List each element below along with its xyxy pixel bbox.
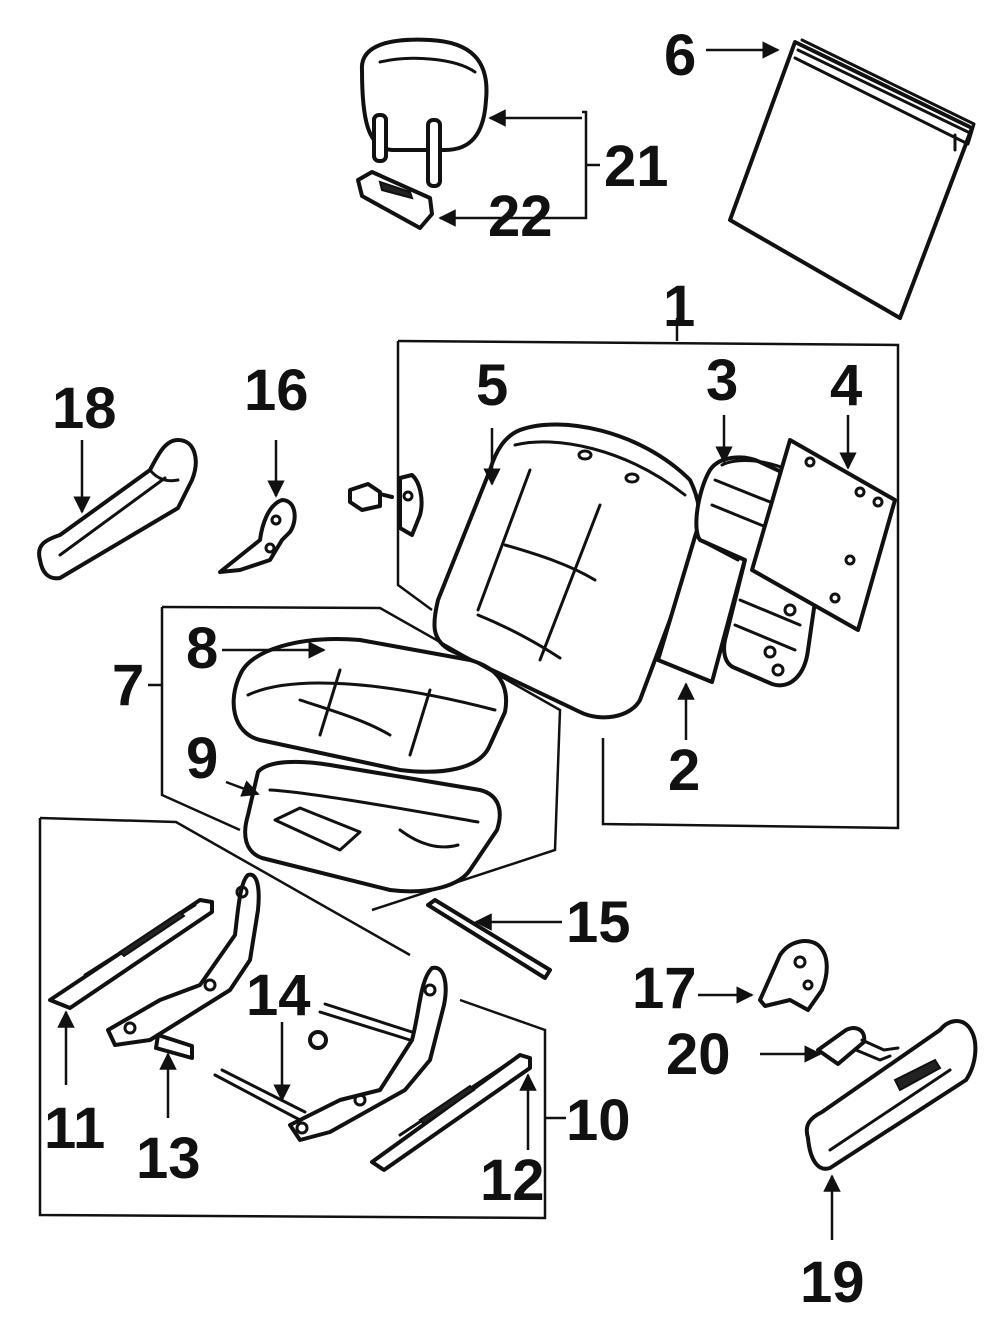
hinge-bolt-part [348, 482, 394, 512]
callout-22: 22 [488, 184, 553, 249]
callout-13: 13 [136, 1126, 201, 1191]
callout-8: 8 [186, 616, 218, 681]
callout-18: 18 [52, 376, 117, 441]
callout-11: 11 [44, 1096, 105, 1161]
callout-6: 6 [664, 23, 696, 88]
callout-14: 14 [246, 963, 311, 1028]
seatback-back-panel-part [750, 438, 897, 632]
callout-3: 3 [706, 348, 738, 413]
callout-9: 9 [186, 726, 218, 791]
callout-10: 10 [566, 1088, 631, 1153]
callout-7: 7 [112, 653, 144, 718]
cushion-cover-part [231, 637, 509, 774]
cross-bar-part [308, 1002, 414, 1050]
callout-4: 4 [830, 353, 862, 418]
wire-harness-part [816, 1026, 900, 1066]
recliner-lever-right-part [758, 939, 829, 1012]
callout-17: 17 [632, 956, 697, 1021]
callout-20: 20 [666, 1022, 731, 1087]
recliner-cover-left-part [37, 438, 198, 581]
callout-1: 1 [663, 274, 695, 339]
recliner-cover-right-part [804, 1019, 978, 1171]
seat-track-left-part [48, 898, 214, 1010]
recliner-right-part [288, 965, 448, 1142]
seat-track-right-part [370, 1053, 532, 1172]
callout-21: 21 [604, 134, 669, 199]
recliner-left-part [106, 872, 261, 1047]
torsion-bar-part [213, 1068, 307, 1122]
hinge-bracket-part [398, 473, 424, 537]
callout-5: 5 [476, 353, 508, 418]
seatback-cover-part [432, 422, 702, 720]
callout-12: 12 [480, 1148, 545, 1213]
recliner-lever-left-part [218, 498, 297, 574]
headrest-guide-part [356, 170, 434, 230]
callout-15: 15 [566, 890, 631, 955]
callout-19: 19 [800, 1250, 865, 1315]
callout-16: 16 [244, 358, 309, 423]
seatback-panel-part [728, 38, 976, 320]
headrest-part [359, 37, 489, 188]
adjuster-knob-part [154, 1033, 194, 1060]
cushion-pad-part [243, 759, 502, 894]
release-rod-part [426, 898, 552, 980]
callout-2: 2 [668, 738, 700, 803]
